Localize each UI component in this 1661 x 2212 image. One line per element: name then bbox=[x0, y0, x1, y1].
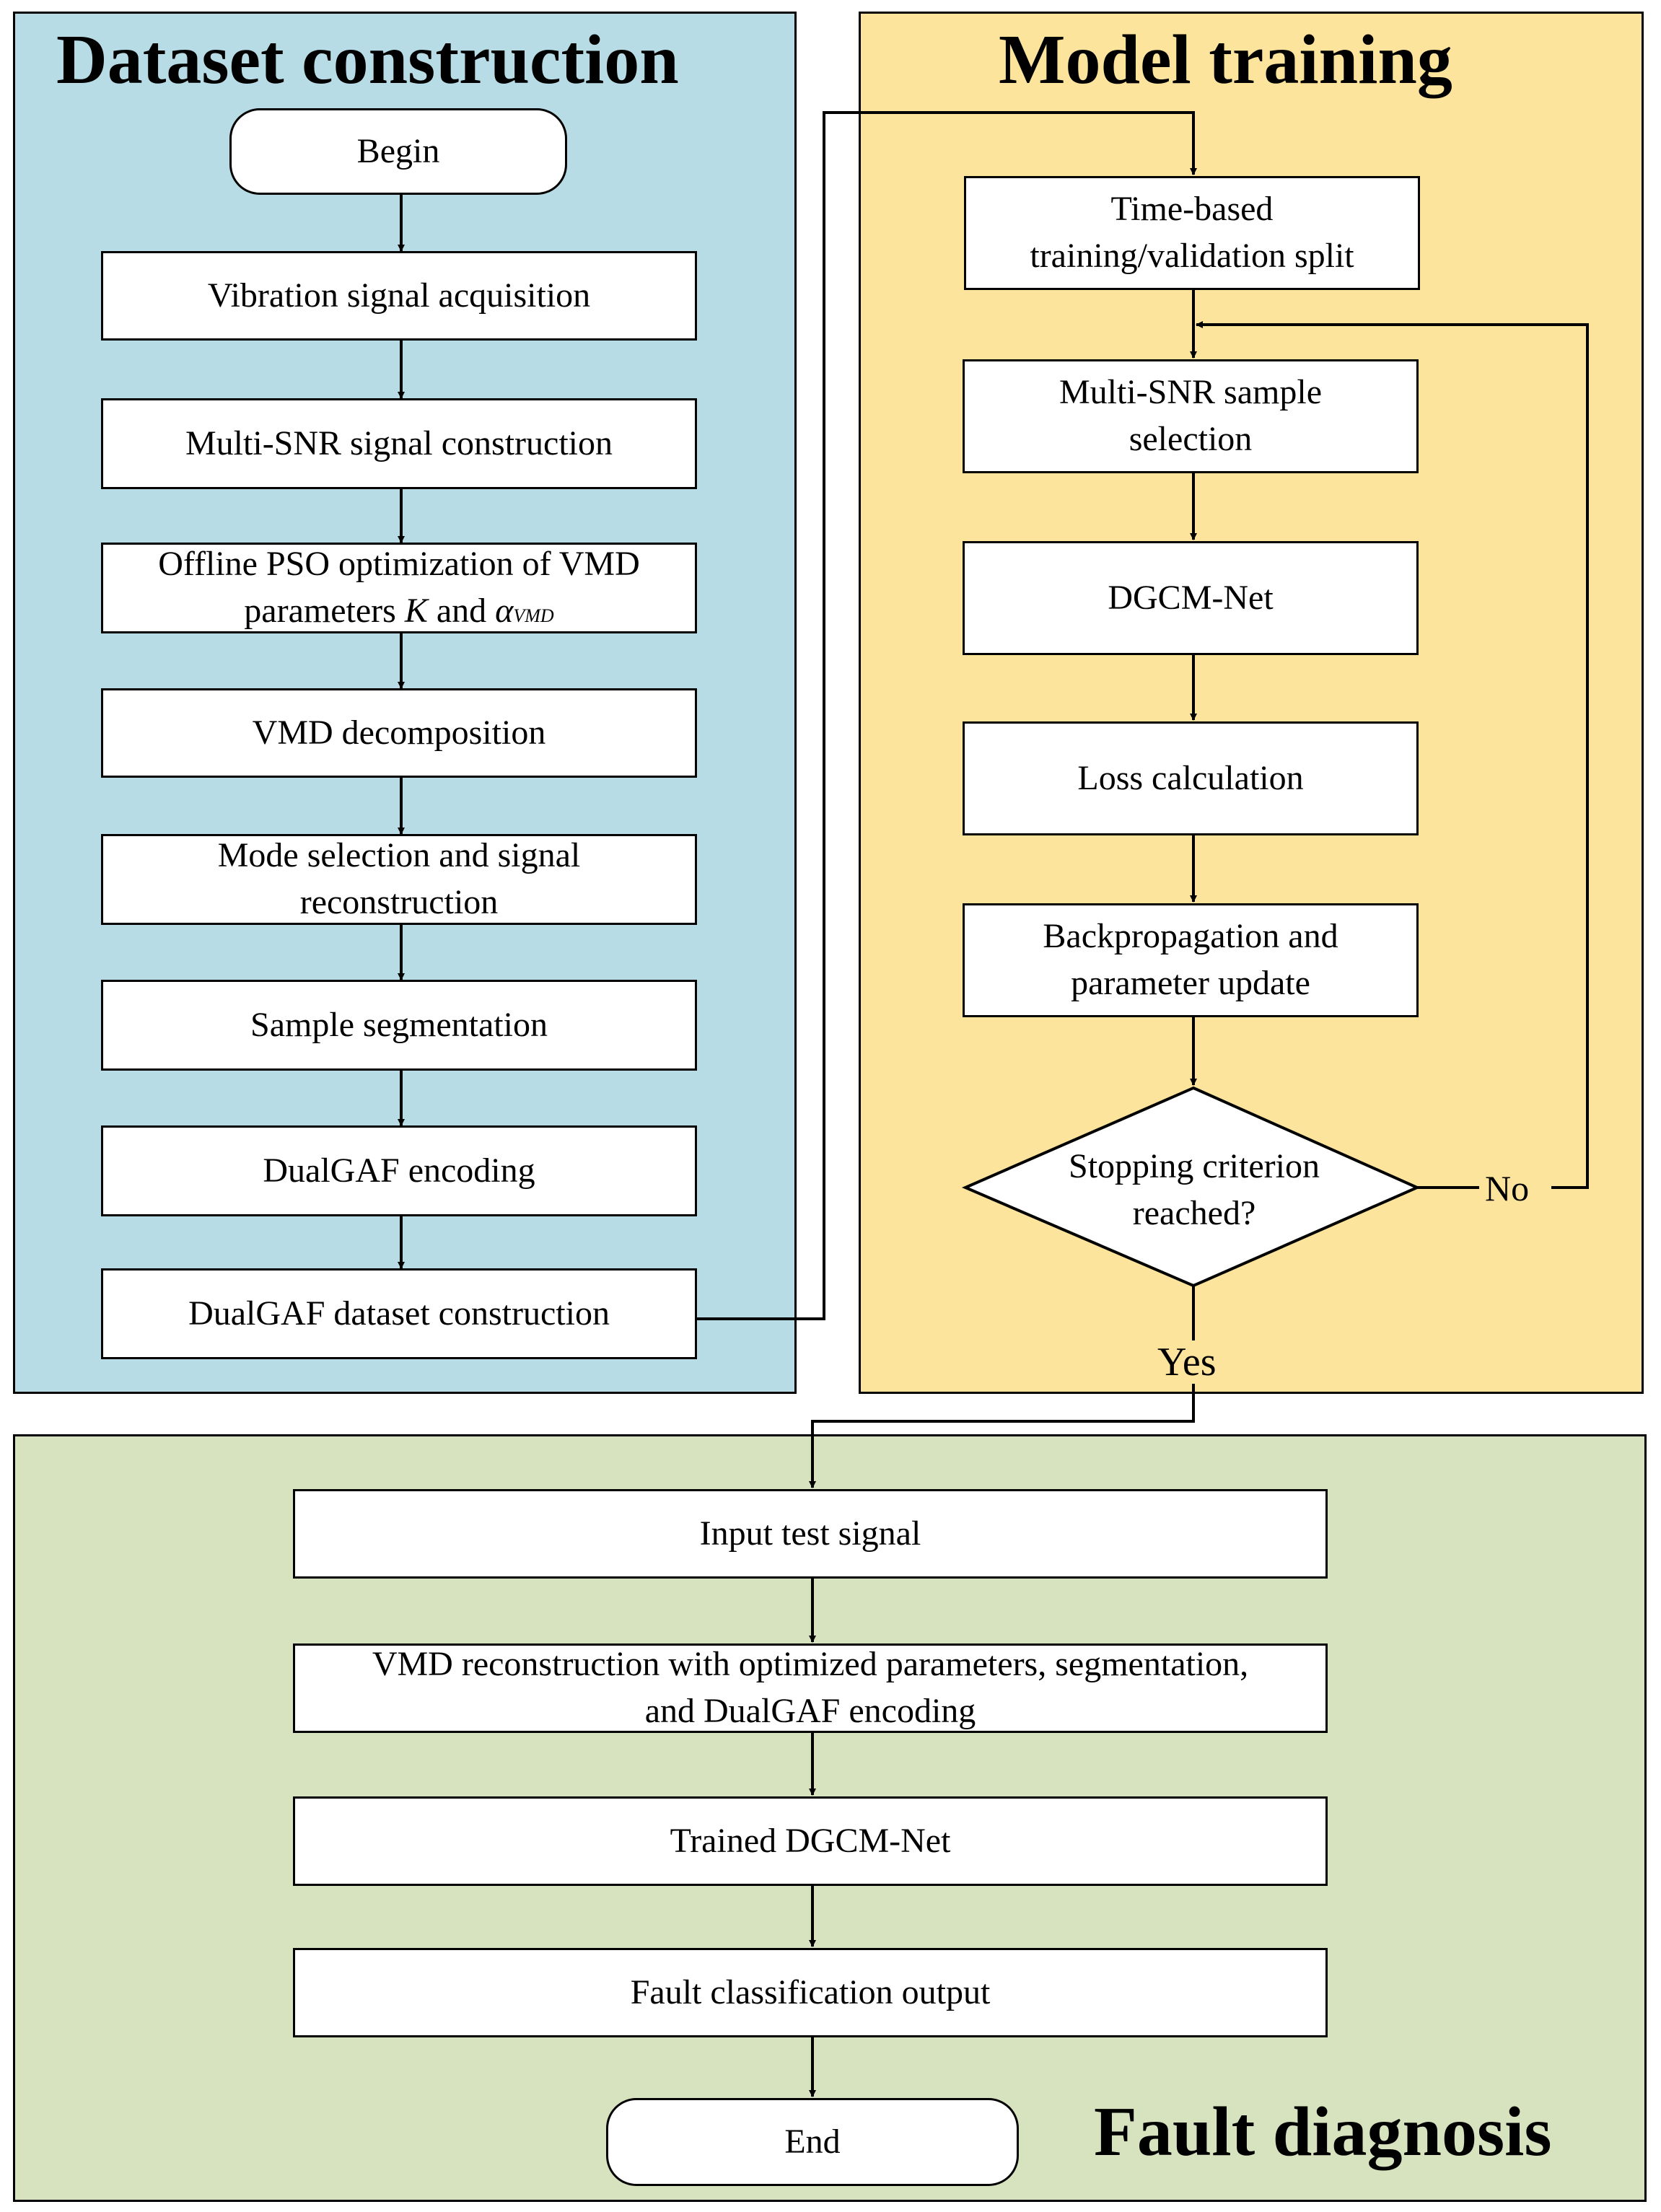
step-label: VMD decomposition bbox=[252, 713, 546, 752]
step-dualgaf-encoding: DualGAF encoding bbox=[101, 1125, 697, 1216]
fault-diagnosis-title: Fault diagnosis bbox=[1094, 2093, 1552, 2171]
step-pso-optimization: Offline PSO optimization of VMD paramete… bbox=[101, 543, 697, 633]
step-label-line2: parameters K and αVMD bbox=[244, 592, 554, 630]
step-fault-classification-output: Fault classification output bbox=[293, 1948, 1328, 2037]
param-alpha: α bbox=[495, 592, 514, 630]
begin-label: Begin bbox=[356, 131, 440, 170]
end-label: End bbox=[784, 2122, 841, 2161]
param-alpha-subscript: VMD bbox=[513, 605, 554, 626]
dataset-construction-title: Dataset construction bbox=[56, 21, 679, 99]
step-label: Sample segmentation bbox=[250, 1005, 548, 1044]
param-k: K bbox=[404, 592, 428, 630]
step-trained-dgcm-net: Trained DGCM-Net bbox=[293, 1796, 1328, 1886]
step-vmd-decomposition: VMD decomposition bbox=[101, 688, 697, 778]
step-label: DGCM-Net bbox=[1108, 578, 1274, 617]
arrow-no-loop-back bbox=[1196, 321, 1589, 1189]
step-vibration-signal-acquisition: Vibration signal acquisition bbox=[101, 251, 697, 341]
step-label-line1: Mode selection and signal bbox=[217, 836, 581, 875]
step-backpropagation: Backpropagation and parameter update bbox=[963, 903, 1419, 1017]
step-time-based-split: Time-based training/validation split bbox=[964, 176, 1420, 290]
step-dgcm-net: DGCM-Net bbox=[963, 541, 1419, 655]
step-label-line1: VMD reconstruction with optimized parame… bbox=[372, 1645, 1249, 1684]
step-label: Loss calculation bbox=[1077, 758, 1304, 797]
step-label-line2: reconstruction bbox=[299, 883, 499, 921]
step-dualgaf-dataset-construction: DualGAF dataset construction bbox=[101, 1268, 697, 1359]
end-terminal: End bbox=[606, 2098, 1019, 2186]
step-label: Input test signal bbox=[699, 1514, 921, 1553]
step-label-line2: and DualGAF encoding bbox=[644, 1692, 976, 1730]
arrow-yes-to-input bbox=[809, 1384, 1195, 1488]
step-label: Fault classification output bbox=[630, 1972, 991, 2011]
yes-branch-label: Yes bbox=[1157, 1340, 1217, 1384]
step-label-line2: parameter update bbox=[1071, 964, 1310, 1002]
step-loss-calculation: Loss calculation bbox=[963, 721, 1419, 835]
step-multi-snr-sample-selection: Multi-SNR sample selection bbox=[963, 359, 1419, 473]
step-label: Vibration signal acquisition bbox=[207, 276, 591, 315]
no-branch-label: No bbox=[1485, 1168, 1530, 1208]
decision-label-line2: reached? bbox=[1132, 1193, 1256, 1232]
step-label: Trained DGCM-Net bbox=[670, 1821, 951, 1860]
step-label: DualGAF encoding bbox=[263, 1151, 535, 1190]
step-mode-selection: Mode selection and signal reconstruction bbox=[101, 834, 697, 925]
step-label-line1: Backpropagation and bbox=[1043, 917, 1338, 956]
step-label: Multi-SNR signal construction bbox=[185, 423, 613, 462]
step-label: DualGAF dataset construction bbox=[188, 1294, 610, 1333]
step-label-line1: Multi-SNR sample bbox=[1059, 373, 1322, 412]
decision-label: Stopping criterion reached? bbox=[967, 1144, 1421, 1237]
step-label-line1: Offline PSO optimization of VMD bbox=[158, 545, 640, 584]
step-input-test-signal: Input test signal bbox=[293, 1489, 1328, 1579]
step-label-line2: selection bbox=[1128, 420, 1253, 458]
step-multi-snr-signal-construction: Multi-SNR signal construction bbox=[101, 398, 697, 489]
begin-terminal: Begin bbox=[229, 108, 567, 195]
step-label-line1: Time-based bbox=[1110, 190, 1274, 229]
step-vmd-reconstruction: VMD reconstruction with optimized parame… bbox=[293, 1643, 1328, 1733]
step-sample-segmentation: Sample segmentation bbox=[101, 980, 697, 1071]
decision-label-line1: Stopping criterion bbox=[1069, 1147, 1320, 1185]
step-label-line2: training/validation split bbox=[1030, 237, 1354, 275]
model-training-title: Model training bbox=[999, 21, 1452, 99]
arrow-dataset-to-split bbox=[696, 111, 1197, 1320]
